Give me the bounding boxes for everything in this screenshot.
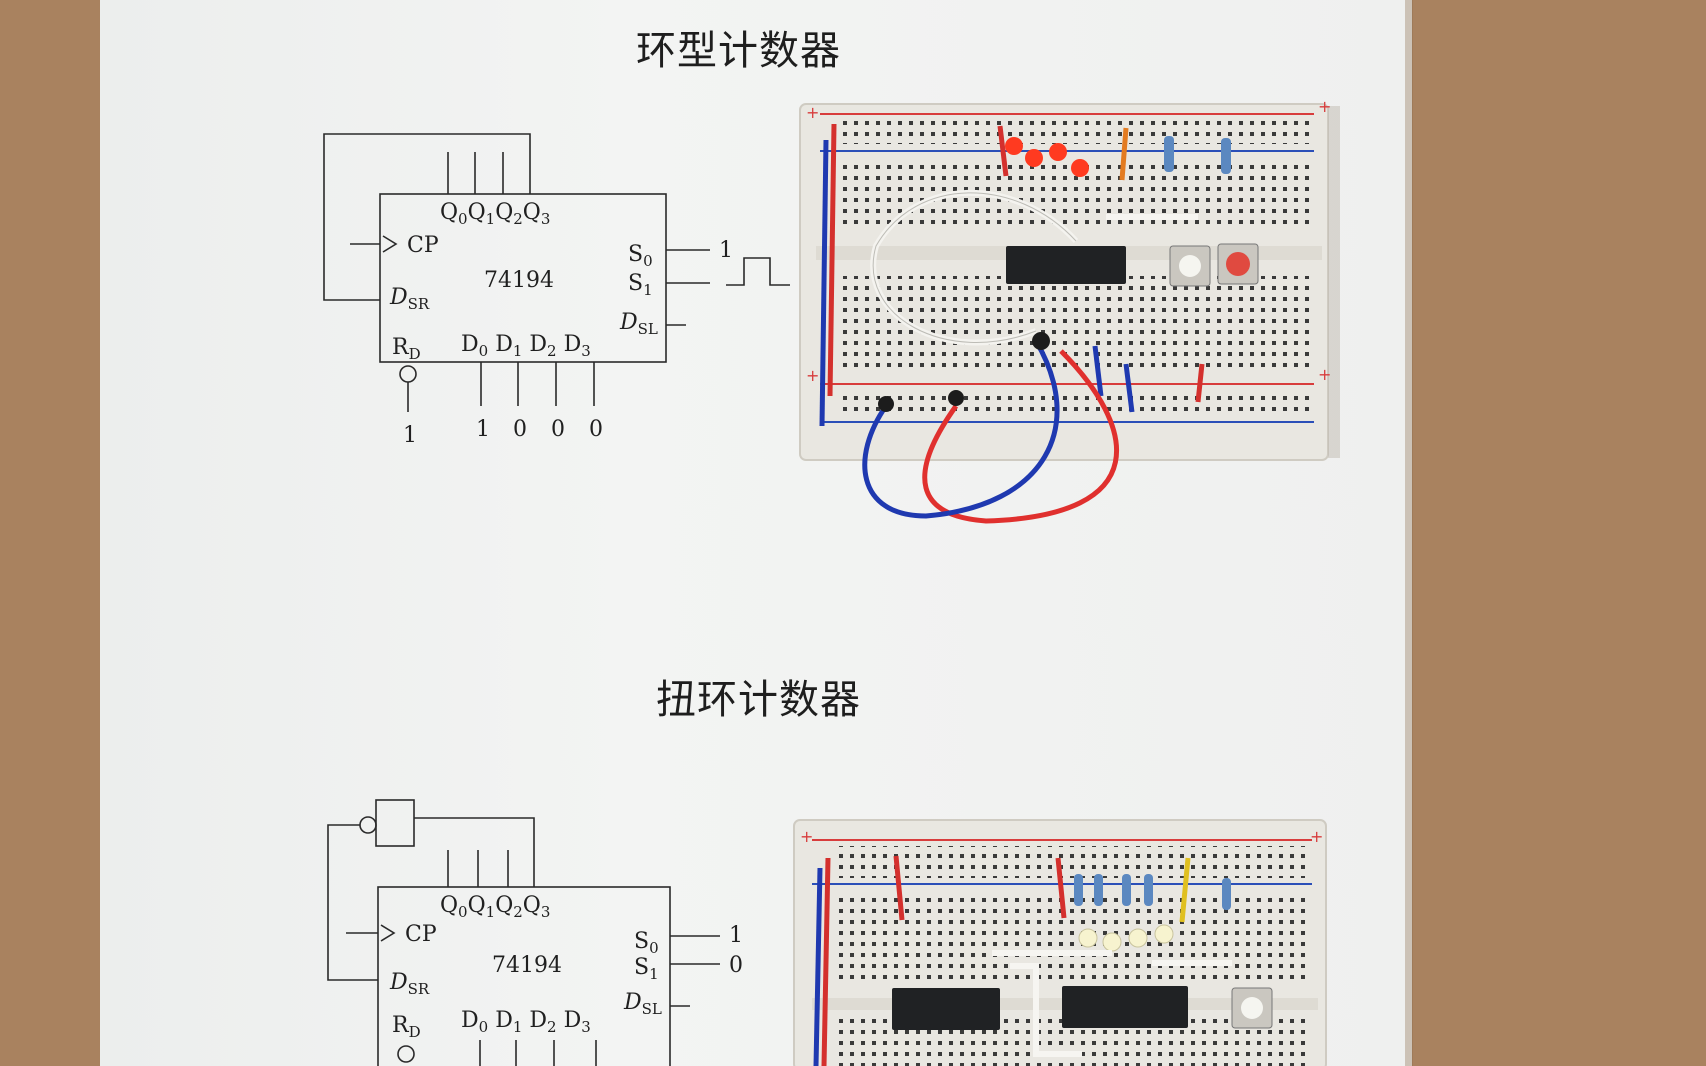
svg-text:+: + [1318,97,1331,116]
ring-s0-label: S0 [628,242,653,270]
ring-s0-value: 1 [719,238,733,263]
ring-dsl-label: DSL [620,310,658,338]
ring-d2-value: 0 [551,417,565,442]
ring-chip-box [379,193,667,363]
svg-text:+: + [806,366,819,385]
paper-edge-shadow [1405,0,1413,1066]
twisted-rd-label: RD [392,1013,421,1041]
twisted-d-labels: D0 D1 D2 D3 [461,1008,591,1036]
twisted-chip-label: 74194 [492,953,562,978]
white-led [1078,928,1098,948]
not-gate [375,799,415,847]
ring-counter-title: 环型计数器 [636,28,841,74]
ring-cp-label: CP [407,233,439,258]
ring-dsr-label: DSR [390,285,430,313]
twisted-s0-label: S0 [634,929,659,957]
twisted-dsr-label: DSR [390,970,430,998]
twisted-ring-counter-title: 扭环计数器 [656,677,861,723]
ring-d0-value: 1 [476,417,490,442]
twisted-s1-value: 0 [729,953,743,978]
ic-74194-chip [1006,246,1126,284]
white-led [1154,924,1174,944]
twisted-s1-label: S1 [634,955,659,983]
ic-chip [892,988,1000,1030]
twisted-q-labels: Q0Q1Q2Q3 [440,893,551,921]
ring-chip-label: 74194 [484,268,554,293]
svg-text:+: + [800,827,813,846]
ring-rd-value: 1 [403,423,417,448]
twisted-dsl-label: DSL [624,990,662,1018]
svg-text:+: + [1318,365,1331,384]
ring-rd-label: RD [392,335,421,363]
white-led [1128,928,1148,948]
ring-breadboard-photo: + + + + [799,97,1340,524]
ring-d1-value: 0 [513,417,527,442]
ring-s1-label: S1 [628,271,653,299]
ring-d3-value: 0 [589,417,603,442]
ic-chip [1062,986,1188,1028]
red-led [1049,143,1067,161]
svg-text:+: + [1310,827,1323,846]
twisted-cp-label: CP [405,922,437,947]
ring-d-labels: D0 D1 D2 D3 [461,332,591,360]
red-led [1025,149,1043,167]
red-led [1071,159,1089,177]
twisted-breadboard-photo: + + [793,819,1327,1066]
ring-feedback-wire [323,133,531,301]
svg-text:+: + [806,103,819,122]
white-led [1102,932,1122,952]
twisted-s0-value: 1 [729,923,743,948]
twisted-chip-box [377,886,671,1066]
ring-q-labels: Q0Q1Q2Q3 [440,200,551,228]
red-led [1005,137,1023,155]
